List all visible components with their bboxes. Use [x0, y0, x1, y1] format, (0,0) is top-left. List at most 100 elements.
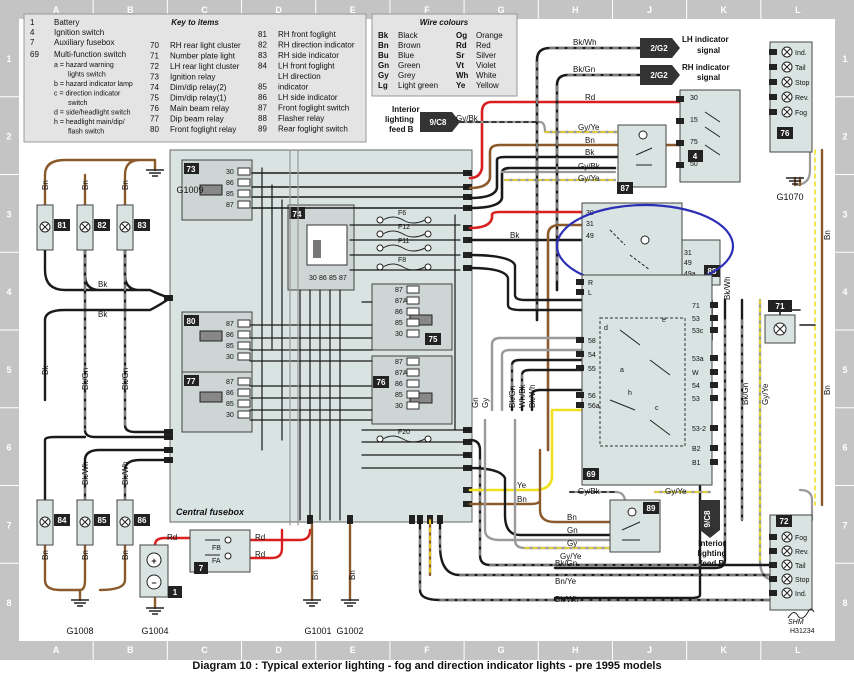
- key-item-82: 82: [258, 41, 267, 50]
- svg-text:lighting: lighting: [385, 115, 414, 124]
- fusebox-label: Central fusebox: [176, 507, 245, 517]
- lamp-label: Fog: [795, 535, 807, 542]
- switch69-section: c: [655, 405, 659, 412]
- relay-pin: 86: [226, 390, 234, 397]
- ground-label: G1001: [304, 626, 331, 636]
- relay-pin: 87: [226, 321, 234, 328]
- grid-col-F-top: F: [424, 5, 430, 15]
- wire-label-vertical: Bk/Wh: [723, 276, 732, 300]
- wire-label-vertical: Bk/Gn: [121, 368, 130, 390]
- fuse-label: F6: [398, 210, 406, 217]
- key-label-73: Ignition relay: [170, 73, 215, 82]
- lamp-label: Fog: [795, 110, 807, 117]
- grid-col-G-bottom: G: [498, 645, 505, 655]
- svg-text:Gy/Bk: Gy/Bk: [578, 487, 601, 496]
- svg-text:31: 31: [586, 221, 594, 228]
- svg-text:Bn: Bn: [567, 513, 577, 522]
- key-item-80: 80: [150, 125, 159, 134]
- svg-text:Gy/Ye: Gy/Ye: [578, 123, 600, 132]
- grid-col-A-bottom: A: [53, 645, 60, 655]
- relay-pin: 30: [226, 169, 234, 176]
- key-sub-line: d = side/headlight switch: [54, 110, 131, 117]
- svg-text:2/G2: 2/G2: [650, 44, 668, 53]
- grid-row-8-left: 8: [6, 598, 11, 608]
- wire-code: Wh: [456, 71, 469, 80]
- svg-text:Gy: Gy: [567, 539, 577, 548]
- wire-label-vertical: Gy/Ye: [761, 383, 770, 405]
- wire-labels: Rd Bn Bk Gy/Bk Gy/Ye Gy/Ye Bk Bk Bk Ye B…: [41, 93, 832, 604]
- grid-col-K-bottom: K: [720, 645, 727, 655]
- wire-code: Gy: [378, 71, 389, 80]
- svg-text:2/G2: 2/G2: [650, 71, 668, 80]
- relay-pin: 86: [226, 332, 234, 339]
- grid-row-4-right: 4: [842, 287, 847, 297]
- key-label-88: Flasher relay: [278, 114, 324, 123]
- grid-row-1-right: 1: [842, 54, 847, 64]
- svg-text:Ye: Ye: [517, 481, 527, 490]
- relay-pin: 86: [395, 381, 403, 388]
- label-86: 86: [138, 516, 147, 525]
- key-sub-line: c = direction indicator: [54, 91, 121, 98]
- label-75: 75: [429, 335, 438, 344]
- key-sub-line: b = hazard indicator lamp: [54, 81, 133, 88]
- key-label-80: Front foglight relay: [170, 125, 236, 134]
- svg-text:signal: signal: [697, 46, 720, 55]
- label-76-relay: 76: [377, 378, 386, 387]
- svg-text:Gy/Bk: Gy/Bk: [456, 114, 479, 123]
- relay-pin: 85: [226, 191, 234, 198]
- relay-pin: 85: [395, 392, 403, 399]
- svg-text:LH indicator: LH indicator: [682, 35, 729, 44]
- svg-text:Bk: Bk: [98, 310, 108, 319]
- grid-col-B-top: B: [127, 5, 134, 15]
- key-label-7: Auxiliary fusebox: [54, 38, 114, 47]
- relay-pin: 87: [339, 275, 347, 282]
- wire-label-vertical: Gn: [471, 397, 480, 408]
- wire-label-vertical: Bn: [121, 550, 130, 560]
- relay-pin: 30: [226, 412, 234, 419]
- relay-pin: 30: [226, 354, 234, 361]
- svg-text:Bk/Wh: Bk/Wh: [573, 38, 597, 47]
- relay-pin: 87A: [395, 370, 408, 377]
- wire-name: Light green: [398, 81, 438, 90]
- key-item-73: 73: [150, 73, 159, 82]
- key-item-76: 76: [150, 104, 159, 113]
- relay-pin: 30: [309, 275, 317, 282]
- svg-text:feed B: feed B: [700, 559, 725, 568]
- relay-pin: 86: [319, 275, 327, 282]
- interior-lighting-feed-bottom: 9/C8 Interior lighting feed B: [698, 500, 727, 568]
- grid-row-6-left: 6: [6, 443, 11, 453]
- wire-label-vertical: Bn: [348, 570, 357, 580]
- switch-pin: 50: [690, 161, 698, 168]
- svg-text:Interior: Interior: [698, 539, 726, 548]
- grid-col-G-top: G: [498, 5, 505, 15]
- svg-text:Bk/Gn: Bk/Gn: [573, 65, 595, 74]
- wire-code: Bk: [378, 31, 389, 40]
- grid-row-8-right: 8: [842, 598, 847, 608]
- key-item-77: 77: [150, 115, 159, 124]
- switch-pin: 75: [690, 139, 698, 146]
- grid-col-L-bottom: L: [795, 645, 801, 655]
- key-item-4: 4: [30, 28, 35, 37]
- svg-text:Rd: Rd: [167, 533, 177, 542]
- label-72: 72: [780, 517, 789, 526]
- grid-col-A-top: A: [53, 5, 60, 15]
- grid-row-3-left: 3: [6, 209, 11, 219]
- relay-pin: 85: [329, 275, 337, 282]
- grid-row-7-left: 7: [6, 520, 11, 530]
- key-item-89: 89: [258, 125, 267, 134]
- grid-col-B-bottom: B: [127, 645, 134, 655]
- svg-text:Bn: Bn: [517, 495, 527, 504]
- wire-label-vertical: Bk/Wh: [528, 384, 537, 408]
- switch69-pin: 71: [692, 303, 700, 310]
- key-label-75: Dim/dip relay(1): [170, 94, 227, 103]
- switch69-section: a: [620, 367, 624, 374]
- key-item-1: 1: [30, 18, 35, 27]
- key-label-89: Rear foglight switch: [278, 125, 348, 134]
- wire-name: Grey: [398, 71, 415, 80]
- key-item-70: 70: [150, 41, 159, 50]
- label-70: 76: [781, 129, 790, 138]
- wire-code: Bn: [378, 41, 389, 50]
- key-label-85: indicator: [278, 83, 309, 92]
